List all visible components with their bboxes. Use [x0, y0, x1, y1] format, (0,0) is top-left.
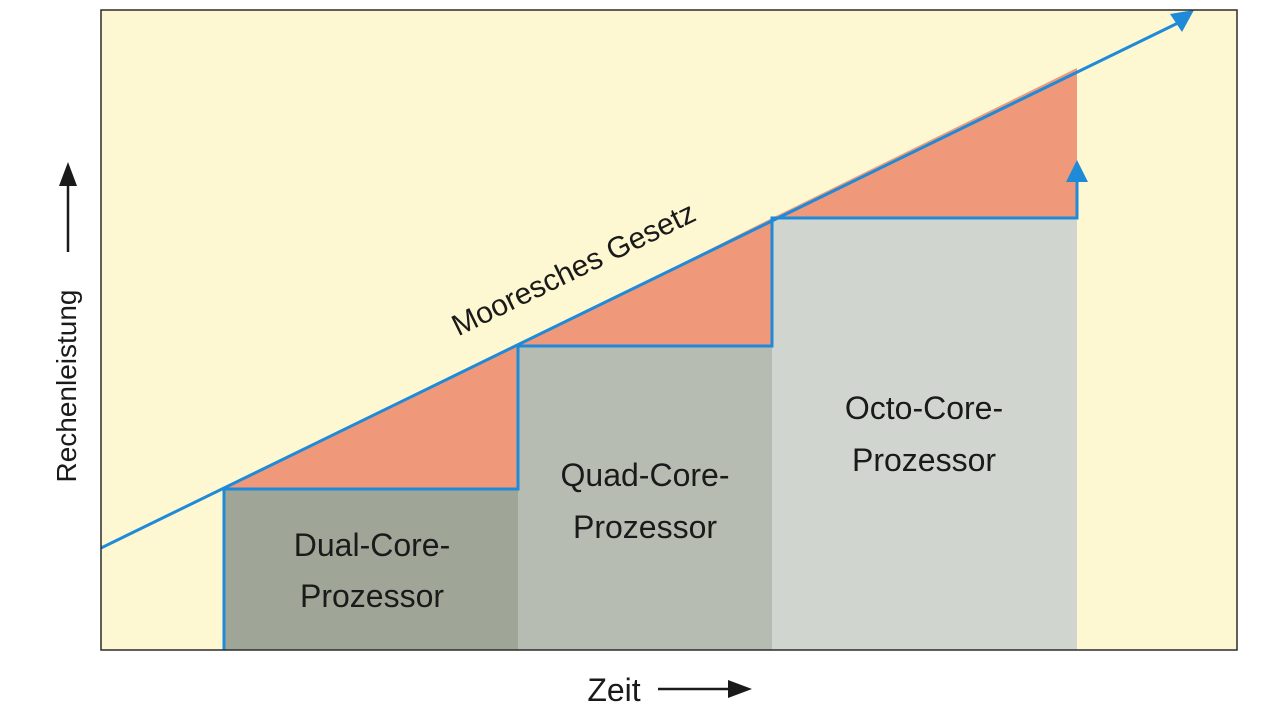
octo-core-label-line1: Octo-Core- [845, 390, 1003, 426]
quad-core-label-line2: Prozessor [573, 509, 717, 545]
plot-frame [100, 9, 1238, 651]
moores-law-line [101, 20, 1181, 550]
x-axis-arrow-icon [658, 680, 752, 698]
x-axis-label: Zeit [587, 672, 640, 708]
gap-area-octo [772, 68, 1077, 218]
quad-core-label-line1: Quad-Core- [561, 457, 730, 493]
dual-core-label-line1: Dual-Core- [294, 527, 450, 563]
dual-core-label-line2: Prozessor [300, 578, 444, 614]
octo-core-label-line2: Prozessor [852, 442, 996, 478]
trend-arrowhead-icon [1170, 10, 1194, 32]
step-arrowhead-icon [1066, 160, 1088, 182]
quad-core-block [518, 346, 772, 650]
y-axis-label: Rechenleistung [51, 289, 82, 482]
plot-area [101, 20, 1181, 650]
y-axis-arrow-icon [59, 162, 77, 252]
octo-core-block [772, 218, 1077, 650]
dual-core-block [224, 489, 518, 650]
processor-step-line [222, 180, 1079, 650]
